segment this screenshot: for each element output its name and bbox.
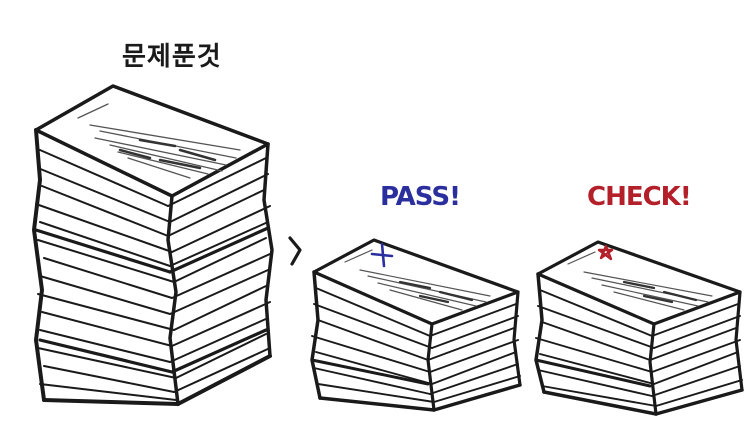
check-paper-stack (534, 240, 744, 416)
big-paper-stack (32, 84, 274, 406)
pass-paper-stack (310, 238, 522, 412)
star-mark-icon (597, 244, 614, 261)
pass-label: PASS! (380, 182, 461, 212)
chevron-right-icon (288, 236, 302, 266)
cross-mark-icon (370, 242, 394, 268)
main-stack-title: 문제푼것 (122, 42, 222, 72)
check-label: CHECK! (587, 182, 692, 212)
